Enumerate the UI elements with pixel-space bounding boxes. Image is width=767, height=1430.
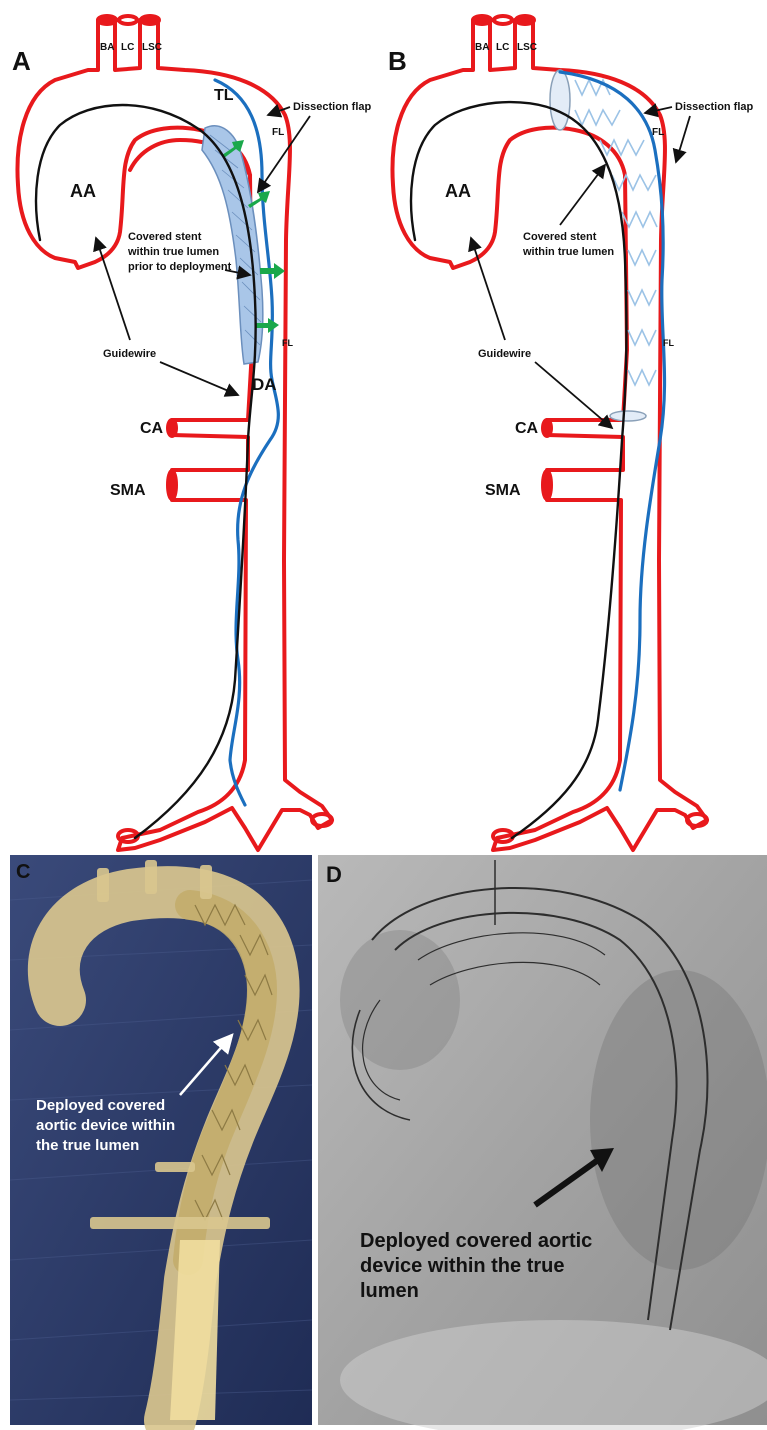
panel-a-label-stent-1: Covered stent xyxy=(128,231,202,243)
panel-d: D Deployed covered aortic device within … xyxy=(318,855,767,1430)
panel-a-letter: A xyxy=(12,46,31,76)
panel-a-label-dissection-flap: Dissection flap xyxy=(293,101,372,113)
panel-b-label-dissection-flap: Dissection flap xyxy=(675,101,754,113)
panel-d-caption-2: device within the true xyxy=(360,1255,564,1277)
panel-a-label-da: DA xyxy=(252,375,277,394)
panel-a-label-lsc: LSC xyxy=(142,42,162,53)
panel-a-lc-ring xyxy=(119,16,137,24)
panel-a-label-guidewire: Guidewire xyxy=(103,348,156,360)
panel-a-label-ca: CA xyxy=(140,420,164,437)
panel-a-label-stent-2: within true lumen xyxy=(127,246,219,258)
panel-a-aorta-outline xyxy=(17,16,332,850)
panel-b-label-guidewire: Guidewire xyxy=(478,348,531,360)
panel-b-stent-distal-end xyxy=(610,411,646,421)
panel-c-caption-2: aortic device within xyxy=(36,1117,175,1134)
panel-d-letter: D xyxy=(326,862,342,887)
panel-b-label-lc: LC xyxy=(496,42,509,53)
panel-a-label-aa: AA xyxy=(70,181,96,201)
panel-a-label-fl-upper: FL xyxy=(272,127,284,138)
panel-a-label-lc: LC xyxy=(121,42,134,53)
green-arrow-icon xyxy=(260,263,285,279)
panel-b-letter: B xyxy=(388,46,407,76)
panel-c-caption-3: the true lumen xyxy=(36,1137,139,1154)
panel-c: C Deployed covered aortic device within … xyxy=(10,855,312,1425)
panel-b-label-stent-2: within true lumen xyxy=(522,246,614,258)
panel-a-label-tl: TL xyxy=(214,87,234,104)
panel-d-caption-1: Deployed covered aortic xyxy=(360,1230,592,1252)
panel-b-label-aa: AA xyxy=(445,181,471,201)
panel-b-label-ba: BA xyxy=(475,42,489,53)
panel-b-label-ca: CA xyxy=(515,420,539,437)
panel-d-caption-3: lumen xyxy=(360,1280,419,1302)
panel-c-caption-1: Deployed covered xyxy=(36,1097,165,1114)
panel-b-lc-ring xyxy=(494,16,512,24)
panel-a-label-ba: BA xyxy=(100,42,114,53)
panel-b-label-fl-upper: FL xyxy=(652,127,664,138)
panel-a-label-sma: SMA xyxy=(110,482,146,499)
panel-b-label-stent-1: Covered stent xyxy=(523,231,597,243)
panel-a: A xyxy=(12,16,372,850)
panel-b-stent-proximal-end xyxy=(550,70,570,130)
panel-c-letter: C xyxy=(16,861,30,883)
panel-b: B xyxy=(388,16,754,850)
panel-a-label-fl-lower: FL xyxy=(282,338,293,348)
panel-b-label-fl-lower: FL xyxy=(663,338,674,348)
panel-b-label-lsc: LSC xyxy=(517,42,537,53)
panel-a-stent xyxy=(202,126,263,364)
panel-a-label-stent-3: prior to deployment xyxy=(128,261,232,273)
panel-b-label-sma: SMA xyxy=(485,482,521,499)
